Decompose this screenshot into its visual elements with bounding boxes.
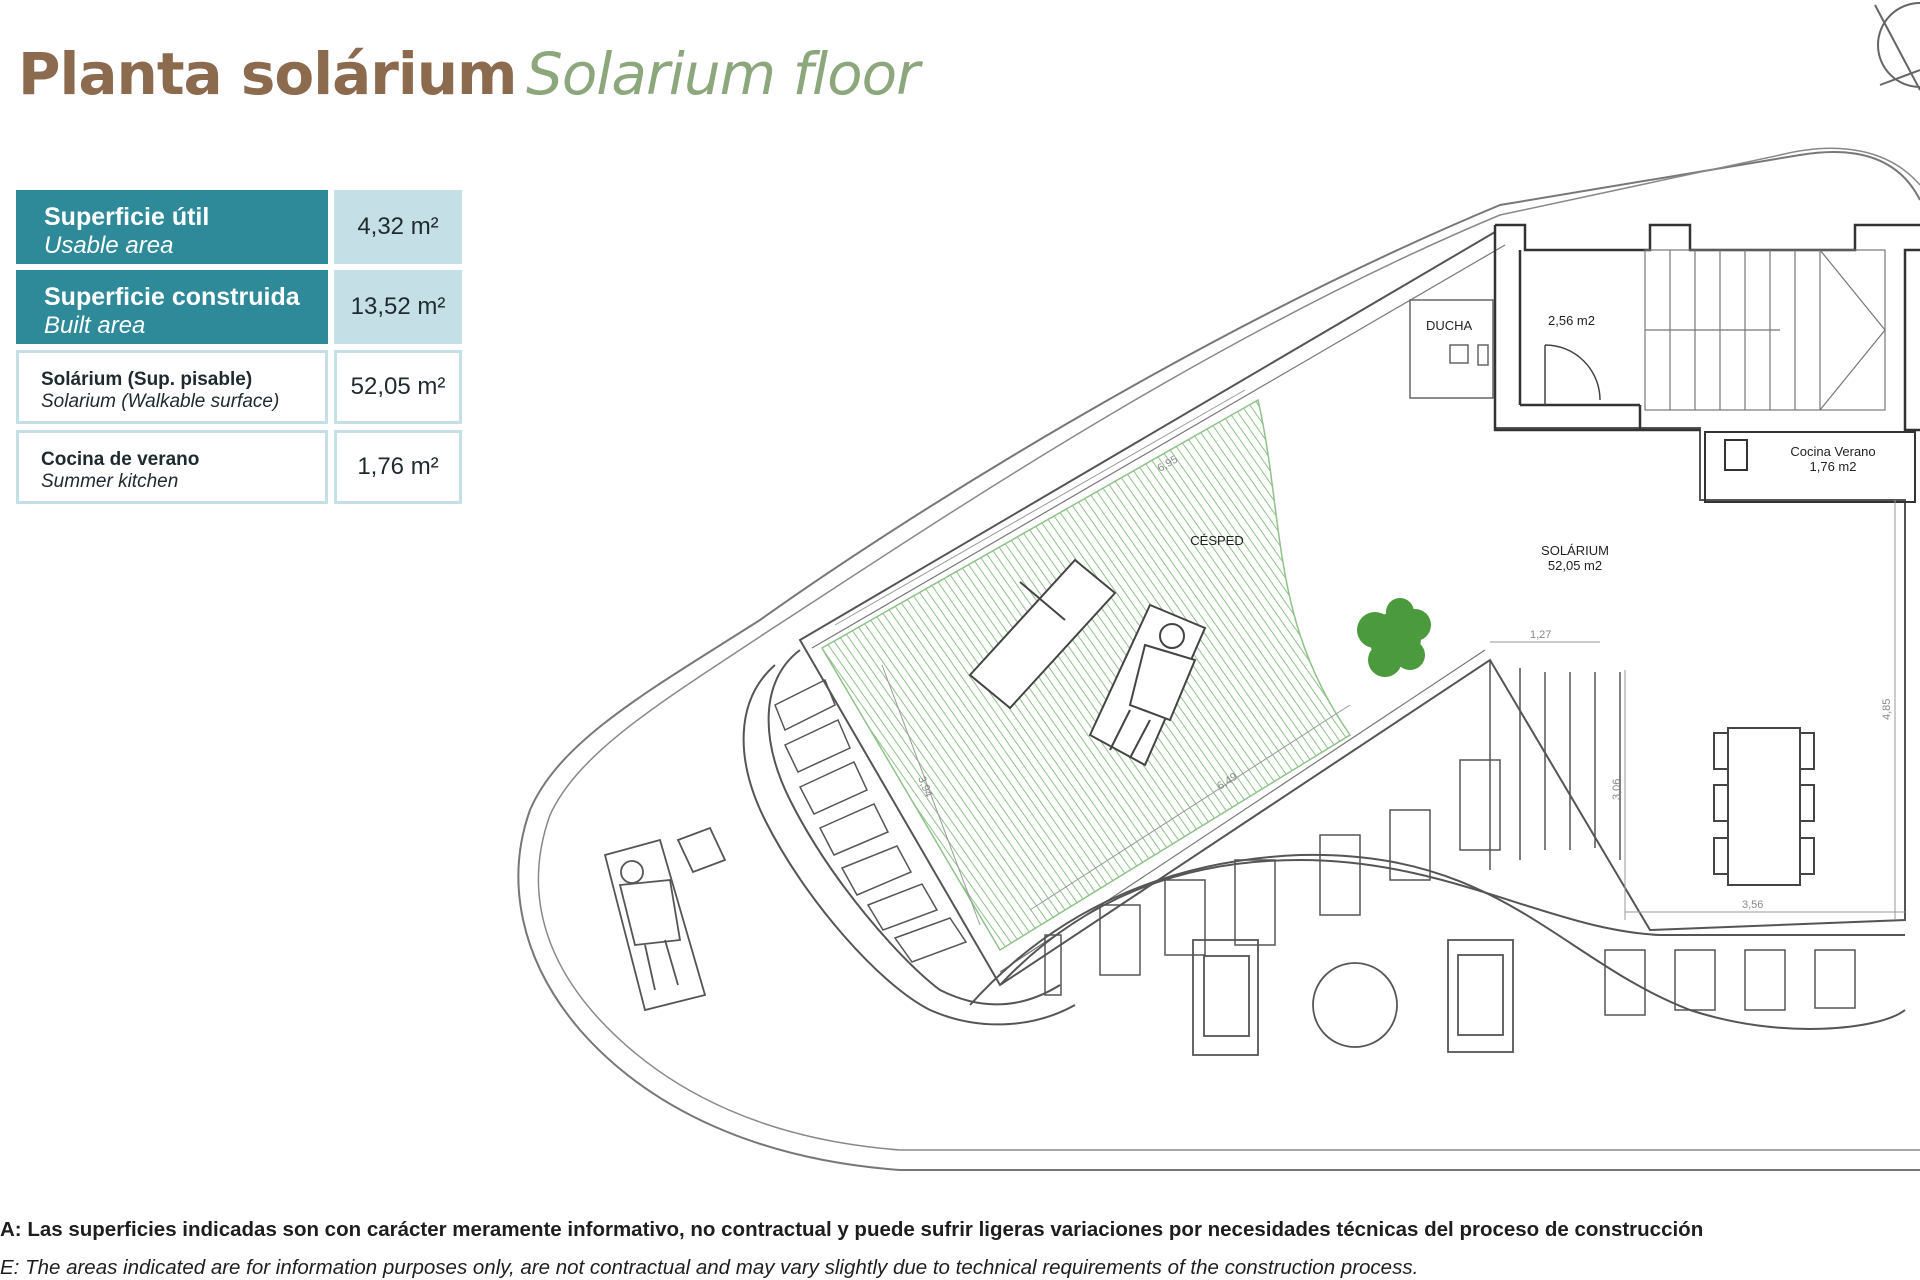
stair-core [1493,223,1920,432]
area-label-en: Built area [44,311,146,339]
lower-curved-wall [999,858,1905,986]
area-row-built: Superficie construida Built area 13,52 m… [16,270,468,344]
dim-label: 4,85 [1881,699,1893,720]
dim-label: 3,56 [1742,899,1763,911]
planter-slats [774,678,968,963]
room-label-area: 2,56 m2 [1548,313,1595,328]
room-label-ducha: DUCHA [1426,318,1473,333]
area-value: 4,32 m² [334,190,462,264]
dimension-lines [834,389,1905,926]
area-label: Superficie construida Built area [16,270,328,344]
area-value: 52,05 m² [334,350,462,424]
area-label-es: Cocina de verano [41,449,200,470]
area-table: Superficie útil Usable area 4,32 m² Supe… [16,190,468,510]
dining-table [1713,727,1815,886]
room-label-solarium: SOLÁRIUM [1541,543,1609,558]
shower-area [1409,299,1494,399]
room-label-solarium-area: 52,05 m2 [1548,558,1602,573]
terrace-inner-outline [537,147,1920,1151]
area-row-usable: Superficie útil Usable area 4,32 m² [16,190,468,264]
area-row-solarium: Solárium (Sup. pisable) Solarium (Walkab… [16,350,468,424]
dim-label: 3,06 [1611,779,1623,800]
area-value: 13,52 m² [334,270,462,344]
disclaimer-es: A: Las superficies indicadas son con car… [0,1218,1704,1241]
tree-icon [1357,598,1431,677]
area-label-en: Summer kitchen [41,471,179,492]
room-label-cocina: Cocina Verano [1790,444,1875,459]
area-label-es: Superficie útil [44,202,210,231]
area-label: Solárium (Sup. pisable) Solarium (Walkab… [16,350,328,424]
area-label-es: Superficie construida [44,282,300,311]
lawn-table [968,558,1117,710]
room-label-cesped: CÉSPED [1190,533,1243,548]
area-label: Superficie útil Usable area [16,190,328,264]
stairs-slats [1489,660,1621,870]
door-swing [1544,344,1601,405]
lawn-area [820,398,1352,952]
area-label: Cocina de verano Summer kitchen [16,430,328,504]
dim-label: 1,27 [1530,629,1551,641]
area-row-summer-kitchen: Cocina de verano Summer kitchen 1,76 m² [16,430,468,504]
lower-curved-wall-outer [969,853,1906,1030]
room-label-cocina-area: 1,76 m2 [1810,459,1857,474]
area-label-en: Solarium (Walkable surface) [41,391,280,412]
floor-plan: 6,95 1,27 4,85 3,06 3,56 3,94 6,49 DUCHA… [517,2,1920,1171]
terrace-outline [517,151,1920,1171]
page-title-es: Planta solárium [18,40,517,108]
area-value: 1,76 m² [334,430,462,504]
planter-curve [767,649,1061,1006]
area-label-es: Solárium (Sup. pisable) [41,369,253,390]
stair-treads [1644,249,1886,411]
summer-kitchen-block [1704,431,1916,503]
north-arrow-icon [1874,2,1920,91]
lower-slats [1044,759,1856,1016]
sun-lounger-left-icon [603,826,727,1012]
page-title-en: Solarium floor [526,40,920,108]
area-label-en: Usable area [44,231,174,259]
planter-curve-inner [742,664,1076,1026]
lounge-seating [1192,939,1514,1056]
disclaimer-en: E: The areas indicated are for informati… [0,1256,1419,1279]
sun-lounger-icon [1088,603,1207,767]
